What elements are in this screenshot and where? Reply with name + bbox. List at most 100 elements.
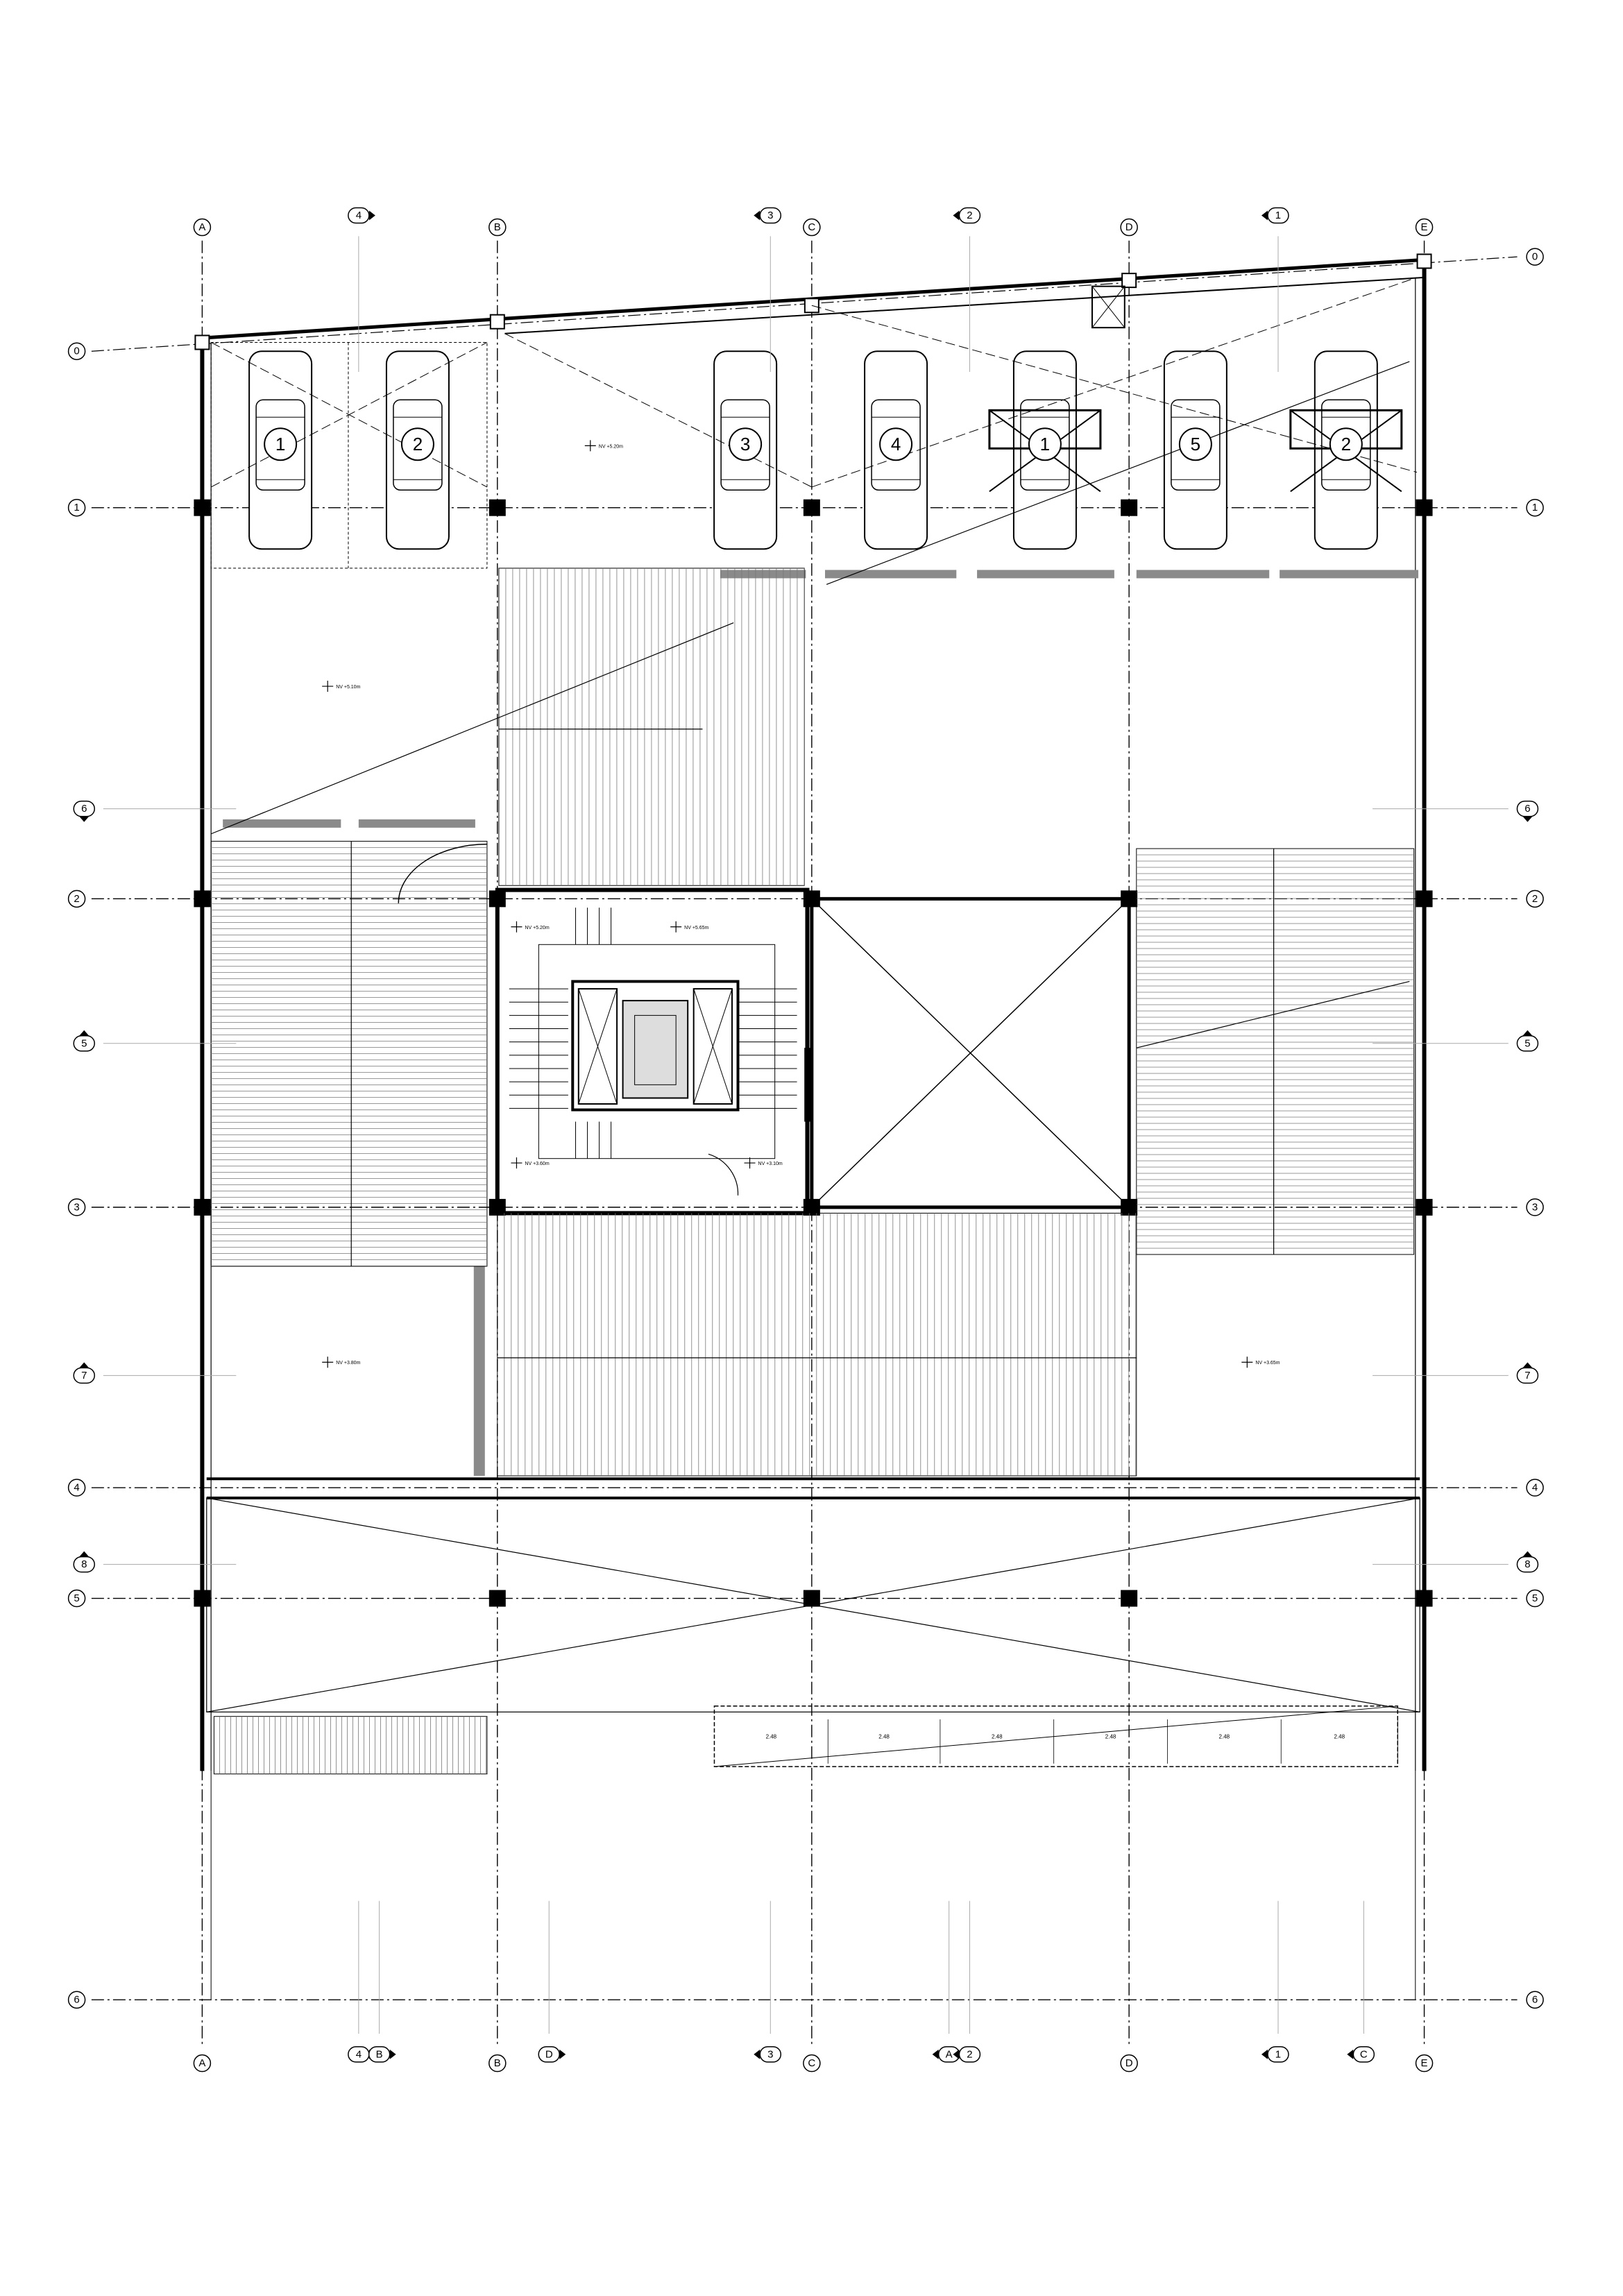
section-marker: 5 xyxy=(73,1030,95,1052)
curb-block xyxy=(977,570,1114,579)
section-marker: 6 xyxy=(73,800,95,822)
ramp-central-lower xyxy=(497,1212,1137,1477)
section-marker-label: 7 xyxy=(1524,1370,1530,1381)
structural-column xyxy=(194,499,211,516)
roof-diagonal xyxy=(504,333,813,488)
section-marker-arrow xyxy=(1261,2049,1268,2059)
section-marker-label: 5 xyxy=(1524,1037,1530,1049)
section-marker-label: 1 xyxy=(1275,210,1281,221)
stall-number-circle xyxy=(1178,427,1212,461)
section-marker-body xyxy=(348,207,370,224)
grid-label-left: 5 xyxy=(74,1592,79,1604)
core-door-swing xyxy=(708,1153,739,1196)
section-marker-arrow xyxy=(953,2049,960,2059)
grid-label-top: C xyxy=(808,221,815,233)
door-swing xyxy=(398,843,487,903)
section-marker: 7 xyxy=(73,1362,95,1384)
grid-label-right: 5 xyxy=(1532,1592,1538,1604)
ramp-dimension: 2.48 xyxy=(766,1734,777,1740)
car-cabin xyxy=(720,399,770,491)
section-marker-arrow xyxy=(79,816,90,822)
section-marker-label: 3 xyxy=(767,210,773,221)
ramp-dimension: 2.48 xyxy=(878,1734,890,1740)
ramp-west xyxy=(210,840,488,1267)
perimeter-column xyxy=(194,334,210,350)
ramp-dimension: 2.48 xyxy=(1219,1734,1230,1740)
section-marker-label: C xyxy=(1360,2048,1368,2060)
elevator-shaft xyxy=(571,980,740,1112)
level-label: NV +3.65m xyxy=(1255,1361,1280,1366)
roof-diagonal xyxy=(811,305,1418,473)
grid-label-bottom: A xyxy=(198,2057,205,2069)
grid-label-bottom: D xyxy=(1125,2057,1133,2069)
section-cut xyxy=(210,622,734,835)
ramp-edge-diagonal xyxy=(714,1706,1398,1767)
stall-number: 2 xyxy=(1341,434,1351,454)
section-marker: 6 xyxy=(1516,800,1539,822)
section-marker: 1 xyxy=(1261,207,1289,224)
section-marker: 4 xyxy=(348,207,375,224)
stall-number-circle xyxy=(400,427,434,461)
ramp-dimension: 2.48 xyxy=(992,1734,1003,1740)
section-marker-label: 8 xyxy=(1524,1558,1530,1570)
stall-number-circle xyxy=(1329,427,1363,461)
structural-column xyxy=(1416,1198,1433,1216)
stall-number-circle xyxy=(879,427,913,461)
section-marker-label: 2 xyxy=(967,2048,972,2060)
level-label: NV +3.60m xyxy=(525,1162,549,1166)
grid-label-right: 1 xyxy=(1532,502,1538,513)
section-marker-arrow xyxy=(79,1030,90,1036)
structural-column xyxy=(194,1590,211,1607)
stall-outline xyxy=(210,341,488,569)
grid-bubble xyxy=(193,218,212,237)
grid-label-left: 0 xyxy=(74,346,79,357)
section-marker-arrow xyxy=(754,210,760,221)
section-marker-label: 3 xyxy=(767,2048,773,2060)
section-cut xyxy=(1136,980,1410,1048)
stall-number-circle xyxy=(729,427,763,461)
section-marker-label: B xyxy=(376,2048,383,2060)
level-label: NV +3.80m xyxy=(336,1361,360,1366)
stall-number: 1 xyxy=(1040,434,1050,454)
section-marker: 8 xyxy=(73,1551,95,1573)
section-marker-arrow xyxy=(932,2049,939,2059)
curb-block xyxy=(358,819,475,828)
grid-bubble xyxy=(1526,890,1544,908)
grid-bubble xyxy=(803,2054,821,2073)
grid-bubble xyxy=(67,342,86,360)
structural-column xyxy=(488,1590,506,1607)
grid-bubble xyxy=(1415,2054,1434,2073)
car-cabin xyxy=(255,399,305,491)
structural-column xyxy=(1121,499,1138,516)
grid-bubble xyxy=(67,1198,86,1216)
grid-label-right: 2 xyxy=(1532,893,1538,905)
grid-label-top: D xyxy=(1125,221,1133,233)
grid-label-left: 1 xyxy=(74,502,79,513)
car-cabin xyxy=(1321,399,1371,491)
stall-number: 1 xyxy=(275,434,285,454)
section-marker-label: 5 xyxy=(81,1037,87,1049)
stair-landing xyxy=(538,944,776,1159)
interior-details xyxy=(206,277,1420,1775)
grid-bubble xyxy=(1526,1479,1544,1497)
grid-bubble xyxy=(488,218,507,237)
lower-void-x xyxy=(206,1497,1420,1712)
grid-label-left: 6 xyxy=(74,1994,79,2006)
grid-bubble xyxy=(67,498,86,517)
stall-number: 3 xyxy=(740,434,750,454)
stall-number: 2 xyxy=(413,434,423,454)
grid-bubble xyxy=(1415,218,1434,237)
section-marker: C xyxy=(1347,2046,1375,2063)
ramp-central-upper xyxy=(498,568,805,886)
section-marker-label: 4 xyxy=(356,2048,362,2060)
curb-block xyxy=(223,819,341,828)
section-marker: 1 xyxy=(1261,2046,1289,2063)
structure xyxy=(194,253,1433,2000)
section-marker: D xyxy=(538,2046,566,2063)
section-marker-label: 7 xyxy=(81,1370,87,1381)
elevator-car xyxy=(622,1000,689,1099)
ramp-south-west xyxy=(213,1716,488,1775)
section-marker-label: 6 xyxy=(1524,803,1530,815)
stall-number-circle xyxy=(264,427,298,461)
structural-column xyxy=(1416,1590,1433,1607)
